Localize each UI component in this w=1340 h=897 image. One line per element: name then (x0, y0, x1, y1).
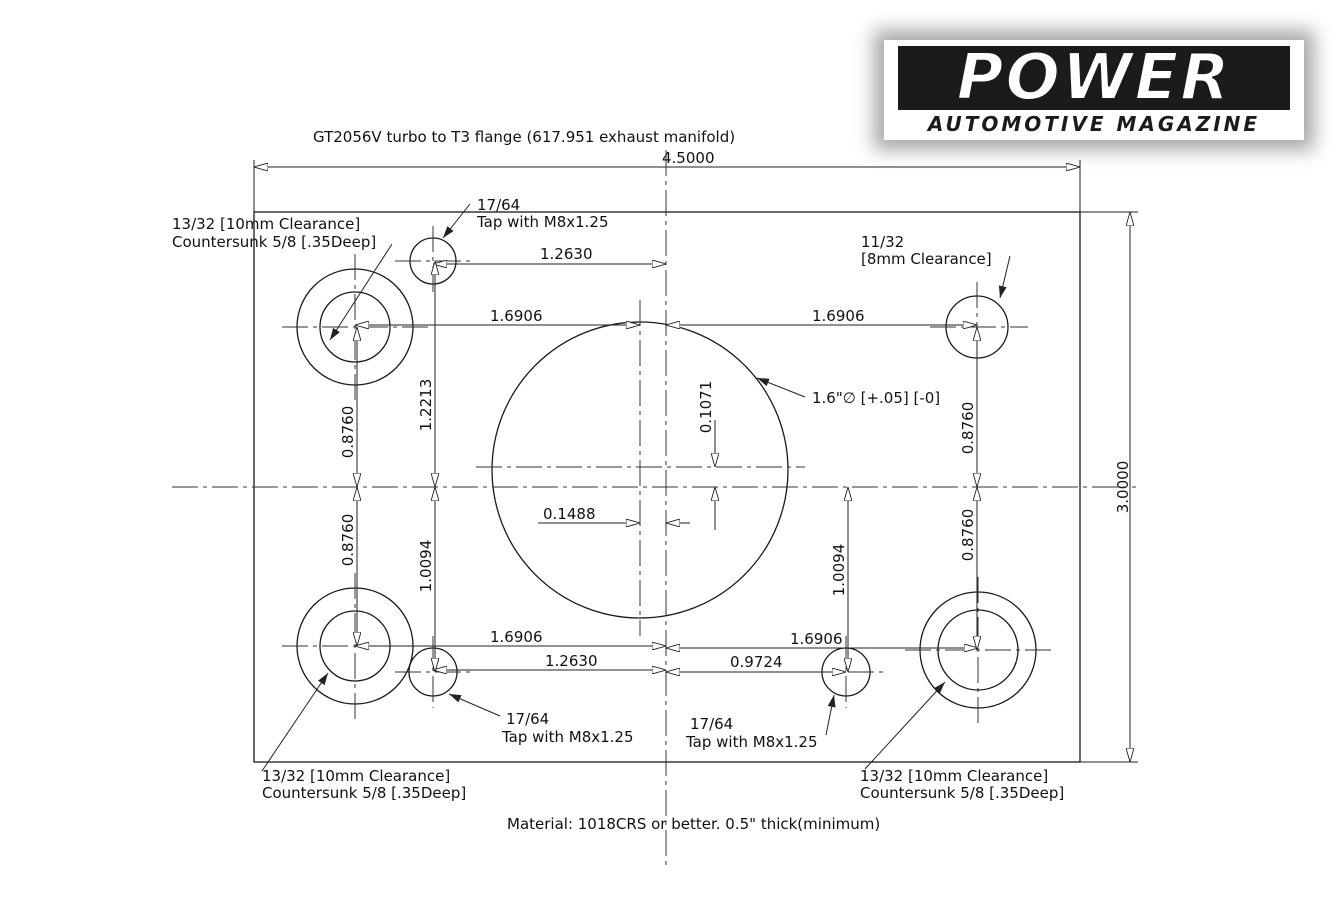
tap-lower-vertical-label: 1.0094 (417, 540, 435, 593)
bottom-right-hole-callout-line2: Countersunk 5/8 [.35Deep] (860, 784, 1064, 802)
bore-leader (756, 377, 806, 398)
bottom-right-span-label: 1.6906 (790, 630, 843, 648)
top-left-hole-leader (329, 243, 393, 341)
bottom-right-tap-leader (825, 694, 836, 736)
right-tap-vertical-label: 1.0094 (830, 544, 848, 597)
bottom-right-tap-callout-line1: 17/64 (690, 715, 733, 733)
bore-callout: 1.6"∅ [+.05] [-0] (812, 389, 940, 407)
bottom-right-tap-callout-line2: Tap with M8x1.25 (685, 733, 818, 751)
top-left-hole-callout-line1: 13/32 [10mm Clearance] (172, 215, 360, 233)
top-right-hole-callout-line1: 11/32 (861, 233, 904, 251)
bottom-left-tap-leader (448, 693, 501, 717)
logo-tagline-text: AUTOMOTIVE MAGAZINE (927, 112, 1261, 136)
bottom-left-tap-callout-line2: Tap with M8x1.25 (501, 728, 634, 746)
drawing-title: GT2056V turbo to T3 flange (617.951 exha… (313, 128, 735, 146)
tap-upper-vertical-label: 1.2213 (417, 379, 435, 432)
top-left-span-label: 1.6906 (490, 307, 543, 325)
top-right-span-label: 1.6906 (812, 307, 865, 325)
overall-width-label: 4.5000 (662, 149, 715, 167)
top-tap-offset-label: 1.2630 (540, 245, 593, 263)
power-magazine-logo: POWER AUTOMOTIVE MAGAZINE (884, 40, 1304, 140)
top-tap-callout-line2: Tap with M8x1.25 (476, 213, 609, 231)
top-tap-leader (442, 203, 471, 239)
bottom-right-hole-leader (864, 681, 946, 770)
bottom-left-hole-callout-line2: Countersunk 5/8 [.35Deep] (262, 784, 466, 802)
bottom-right-hole-callout-line1: 13/32 [10mm Clearance] (860, 767, 1048, 785)
right-lower-vertical-label: 0.8760 (959, 509, 977, 562)
bottom-left-span-label: 1.6906 (490, 628, 543, 646)
logo-brand-text: POWER (898, 45, 1290, 111)
bottom-left-tap-callout-line1: 17/64 (506, 710, 549, 728)
top-tap-callout-line1: 17/64 (477, 196, 520, 214)
right-upper-vertical-label: 0.8760 (959, 402, 977, 455)
bore-offset-horizontal-label: 0.1488 (543, 505, 596, 523)
top-left-hole-callout-line2: Countersunk 5/8 [.35Deep] (172, 233, 376, 251)
top-right-hole-leader (998, 255, 1011, 299)
top-right-hole-callout-line2: [8mm Clearance] (861, 250, 992, 268)
left-lower-vertical-label: 0.8760 (339, 514, 357, 567)
bottom-tap-offset-label: 1.2630 (545, 652, 598, 670)
bottom-right-tap-offset-label: 0.9724 (730, 653, 783, 671)
left-upper-vertical-label: 0.8760 (339, 406, 357, 459)
bottom-left-hole-callout-line1: 13/32 [10mm Clearance] (262, 767, 450, 785)
bottom-left-hole-leader (261, 672, 329, 772)
material-note: Material: 1018CRS or better. 0.5" thick(… (507, 815, 880, 833)
bore-offset-vertical-label: 0.1071 (697, 381, 715, 434)
